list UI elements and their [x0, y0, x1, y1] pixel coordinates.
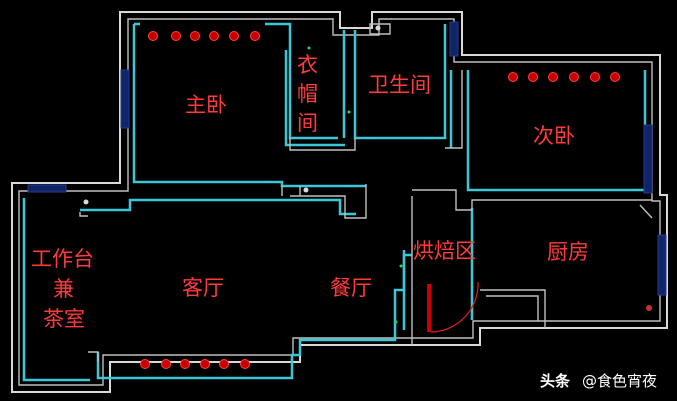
fixtures — [83, 25, 653, 324]
window-master-left — [120, 69, 130, 129]
lights-master — [148, 31, 260, 41]
window-bath-right — [449, 21, 459, 57]
window-work-top — [27, 184, 67, 193]
window-second-right — [643, 124, 653, 194]
label-cloakroom-3: 间 — [297, 111, 318, 135]
room-labels: 主卧 衣 帽 间 卫生间 次卧 工作台 兼 茶室 客厅 餐厅 烘焙区 厨房 — [31, 53, 589, 331]
ceiling-lights — [140, 31, 620, 369]
watermark-brand: 头条 — [540, 372, 571, 390]
label-workstation-2: 兼 — [53, 277, 74, 301]
watermark: 头条 @食色宵夜 — [540, 372, 657, 390]
windows — [27, 21, 667, 296]
partitions — [79, 23, 652, 362]
watermark-account: @食色宵夜 — [582, 372, 657, 390]
label-cloakroom-1: 衣 — [297, 53, 318, 77]
label-bathroom: 卫生间 — [368, 73, 431, 97]
label-workstation-3: 茶室 — [43, 307, 85, 331]
label-master-bedroom: 主卧 — [185, 93, 227, 117]
window-kitchen-right — [657, 234, 667, 296]
door-swing — [427, 282, 479, 333]
label-baking-area: 烘焙区 — [413, 239, 476, 263]
lights-second — [508, 72, 620, 82]
label-second-bedroom: 次卧 — [533, 124, 575, 148]
label-workstation-1: 工作台 — [31, 247, 94, 271]
lights-living — [140, 359, 250, 369]
label-living-room: 客厅 — [182, 276, 224, 300]
label-kitchen: 厨房 — [547, 240, 589, 264]
label-dining-room: 餐厅 — [330, 276, 372, 300]
label-cloakroom-2: 帽 — [297, 82, 318, 106]
